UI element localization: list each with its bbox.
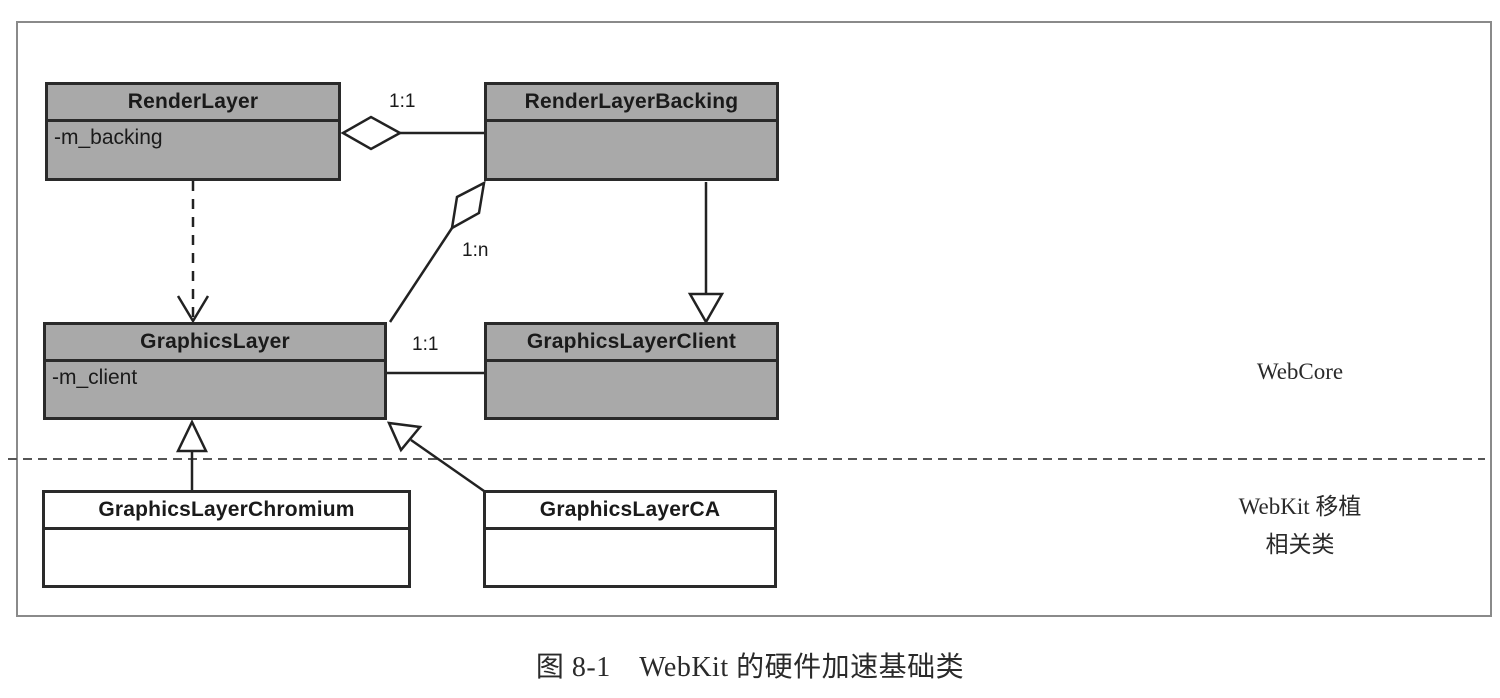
aggregation-diamond-backing [450, 180, 486, 231]
class-attributes-empty [486, 530, 774, 585]
class-name: GraphicsLayerClient [487, 325, 776, 362]
aggregation-diamond-renderlayer [340, 115, 403, 151]
class-name: GraphicsLayerChromium [45, 493, 408, 530]
class-attributes-empty [45, 530, 408, 585]
dependency-arrowhead [176, 295, 210, 324]
package-label-line-1: WebKit 移植 [1238, 494, 1362, 519]
class-graphics-layer: GraphicsLayer -m_client [43, 322, 387, 420]
class-attribute: -m_backing [54, 126, 163, 149]
class-attributes-empty [487, 362, 776, 417]
generalization-arrowhead-ca [386, 421, 423, 453]
class-name: RenderLayerBacking [487, 85, 776, 122]
generalization-arrowhead-client [687, 292, 725, 325]
multiplicity-label-backing-graphics: 1:n [462, 240, 489, 261]
class-graphics-layer-ca: GraphicsLayerCA [483, 490, 777, 588]
multiplicity-label-renderlayer-backing: 1:1 [389, 91, 416, 112]
class-render-layer-backing: RenderLayerBacking [484, 82, 779, 181]
class-graphics-layer-chromium: GraphicsLayerChromium [42, 490, 411, 588]
class-name: RenderLayer [48, 85, 338, 122]
figure-caption: 图 8-1 WebKit 的硬件加速基础类 [535, 652, 965, 683]
generalization-line-ca [410, 438, 485, 493]
class-name: GraphicsLayer [46, 325, 384, 362]
package-label-webcore: WebCore [1256, 359, 1344, 384]
class-graphics-layer-client: GraphicsLayerClient [484, 322, 779, 420]
class-render-layer: RenderLayer -m_backing [45, 82, 341, 181]
package-label-webkit-port: WebKit 移植 相关类 [1215, 488, 1385, 564]
diagram-frame [16, 21, 1492, 617]
multiplicity-label-graphics-client: 1:1 [412, 334, 439, 355]
aggregation-line-backing-graphics [388, 227, 454, 323]
class-name: GraphicsLayerCA [486, 493, 774, 530]
class-attributes-empty [487, 122, 776, 178]
class-attribute: -m_client [52, 366, 138, 389]
package-label-line-2: 相关类 [1265, 532, 1335, 557]
generalization-arrowhead-chromium [176, 419, 208, 453]
